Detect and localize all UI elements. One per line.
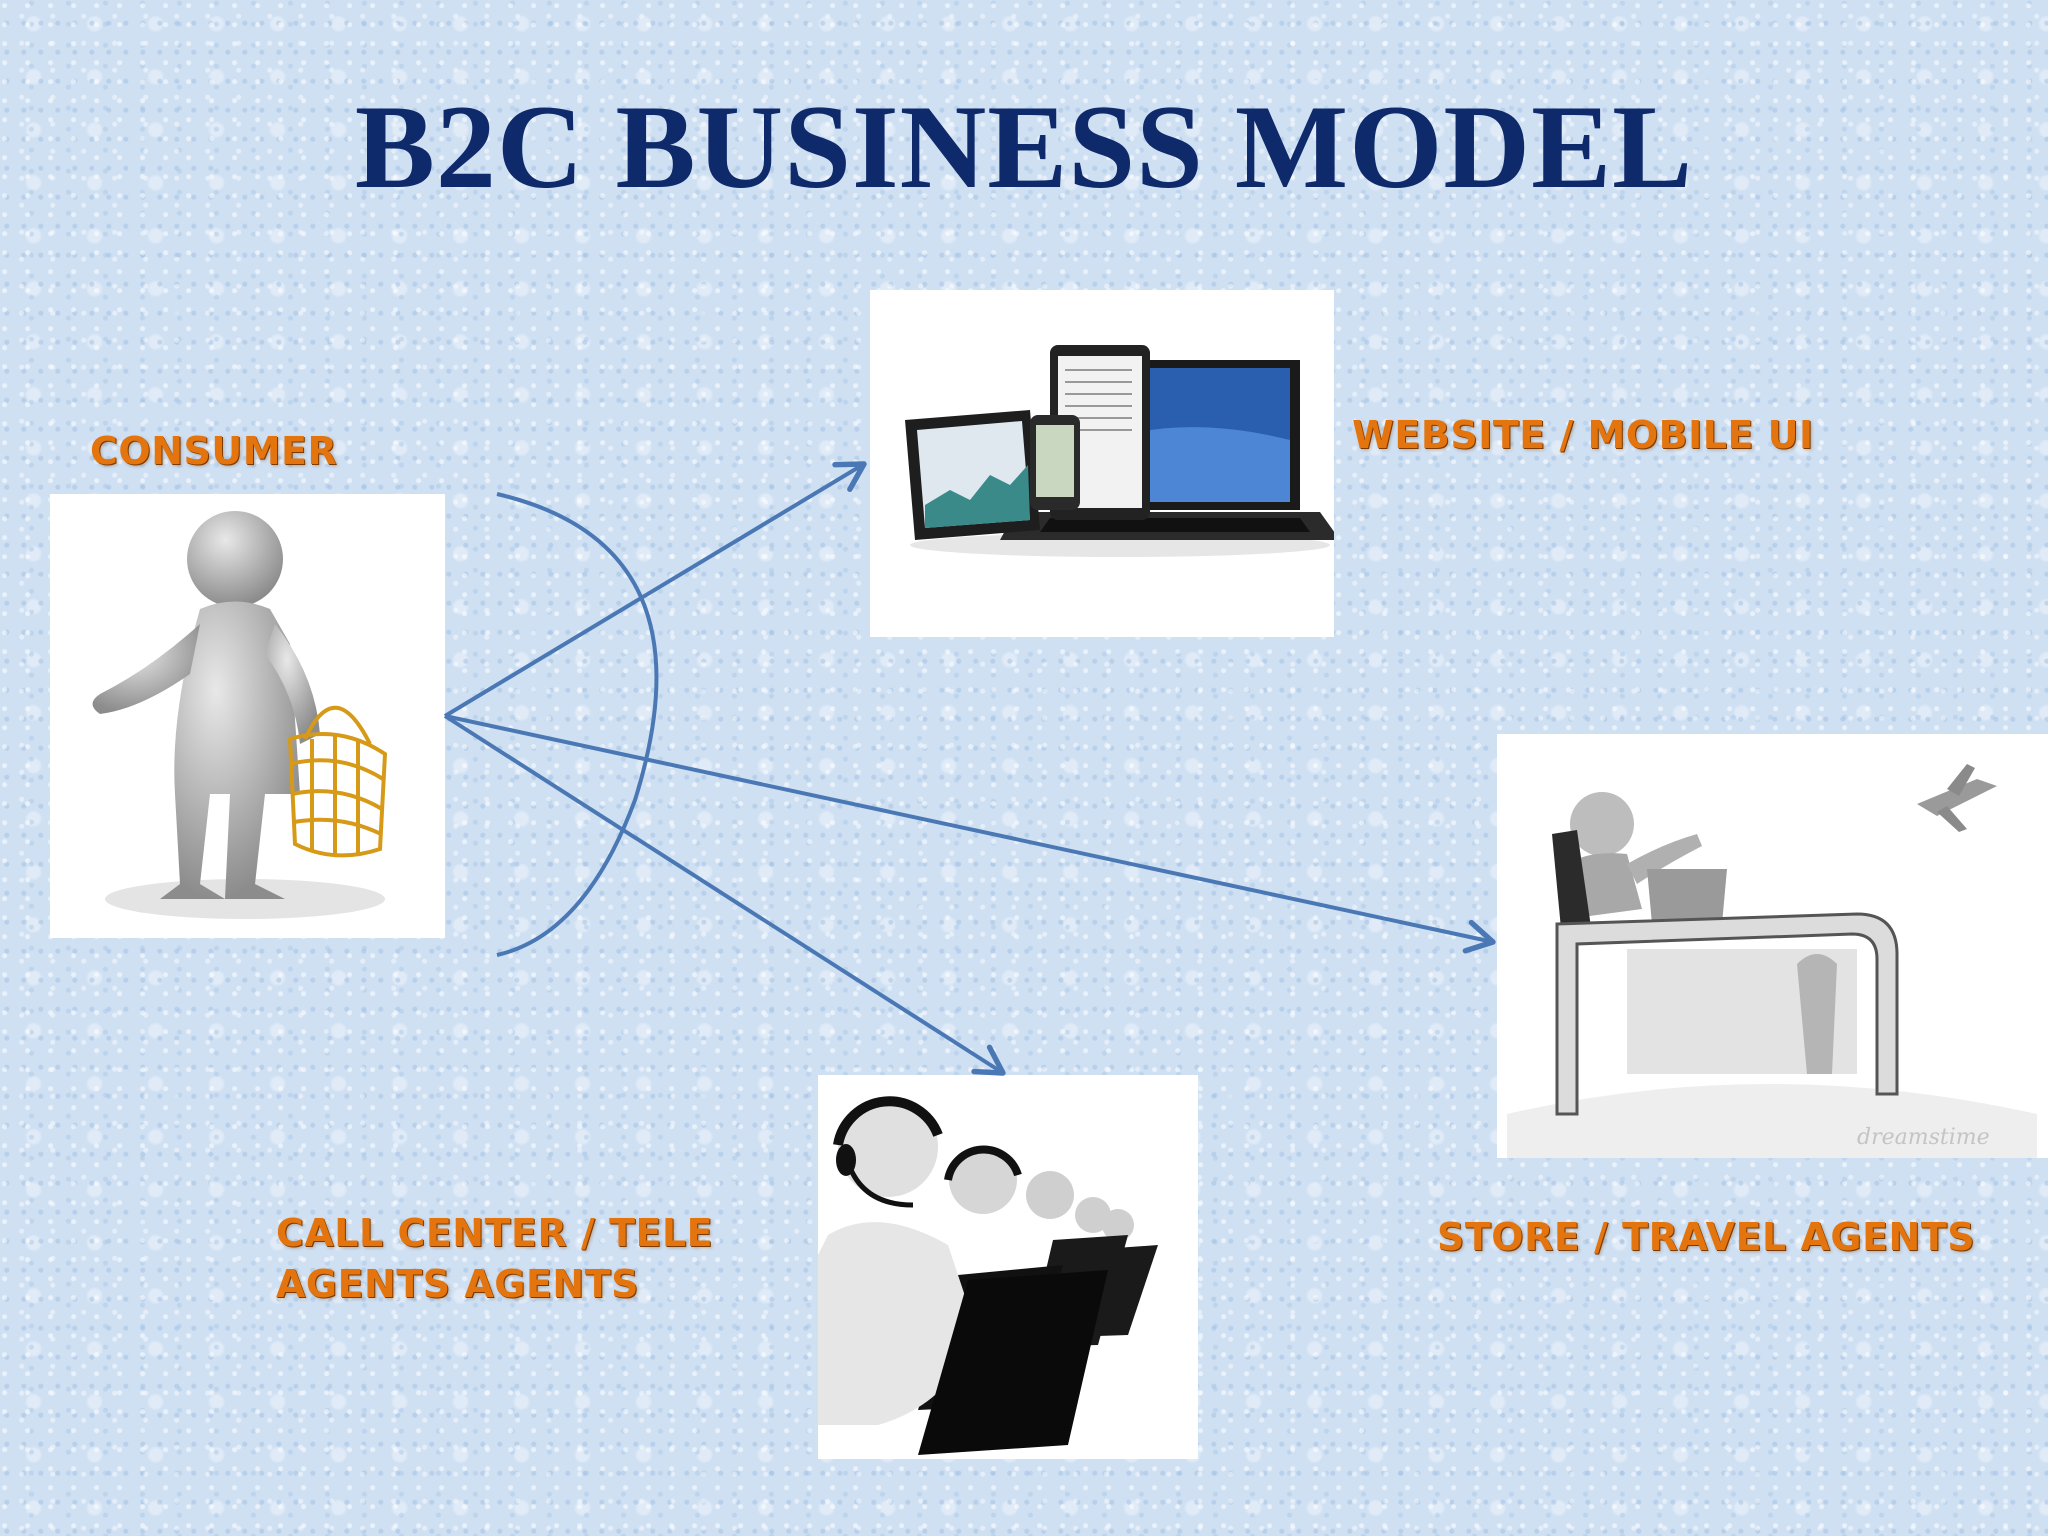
arrow-to-website <box>443 461 867 718</box>
call-center-label-line1: CALL CENTER / TELE <box>276 1211 714 1255</box>
arrow-to-store <box>444 714 1496 954</box>
store-label: STORE / TRAVEL AGENTS <box>1437 1215 1976 1259</box>
call-center-label-line2: AGENTS AGENTS <box>276 1262 640 1307</box>
call-center-agents-icon <box>818 1096 1158 1455</box>
website-label: WEBSITE / MOBILE UI <box>1352 413 1814 457</box>
website-image <box>870 290 1334 637</box>
call-center-image <box>818 1075 1198 1459</box>
travel-agent-desk-icon: dreamstime <box>1507 764 2037 1158</box>
call-center-label: CALL CENTER / TELE AGENTS AGENTS <box>276 1208 713 1311</box>
channel-arc <box>496 492 659 957</box>
arrow-to-call-center <box>443 714 1006 1076</box>
page-title: B2C BUSINESS MODEL <box>354 80 1694 213</box>
svg-text:dreamstime: dreamstime <box>1857 1125 1990 1150</box>
devices-icon <box>905 345 1334 557</box>
person-with-basket-icon <box>92 511 388 919</box>
store-image: dreamstime <box>1497 734 2048 1158</box>
consumer-image <box>50 494 445 938</box>
consumer-label: CONSUMER <box>90 429 338 473</box>
